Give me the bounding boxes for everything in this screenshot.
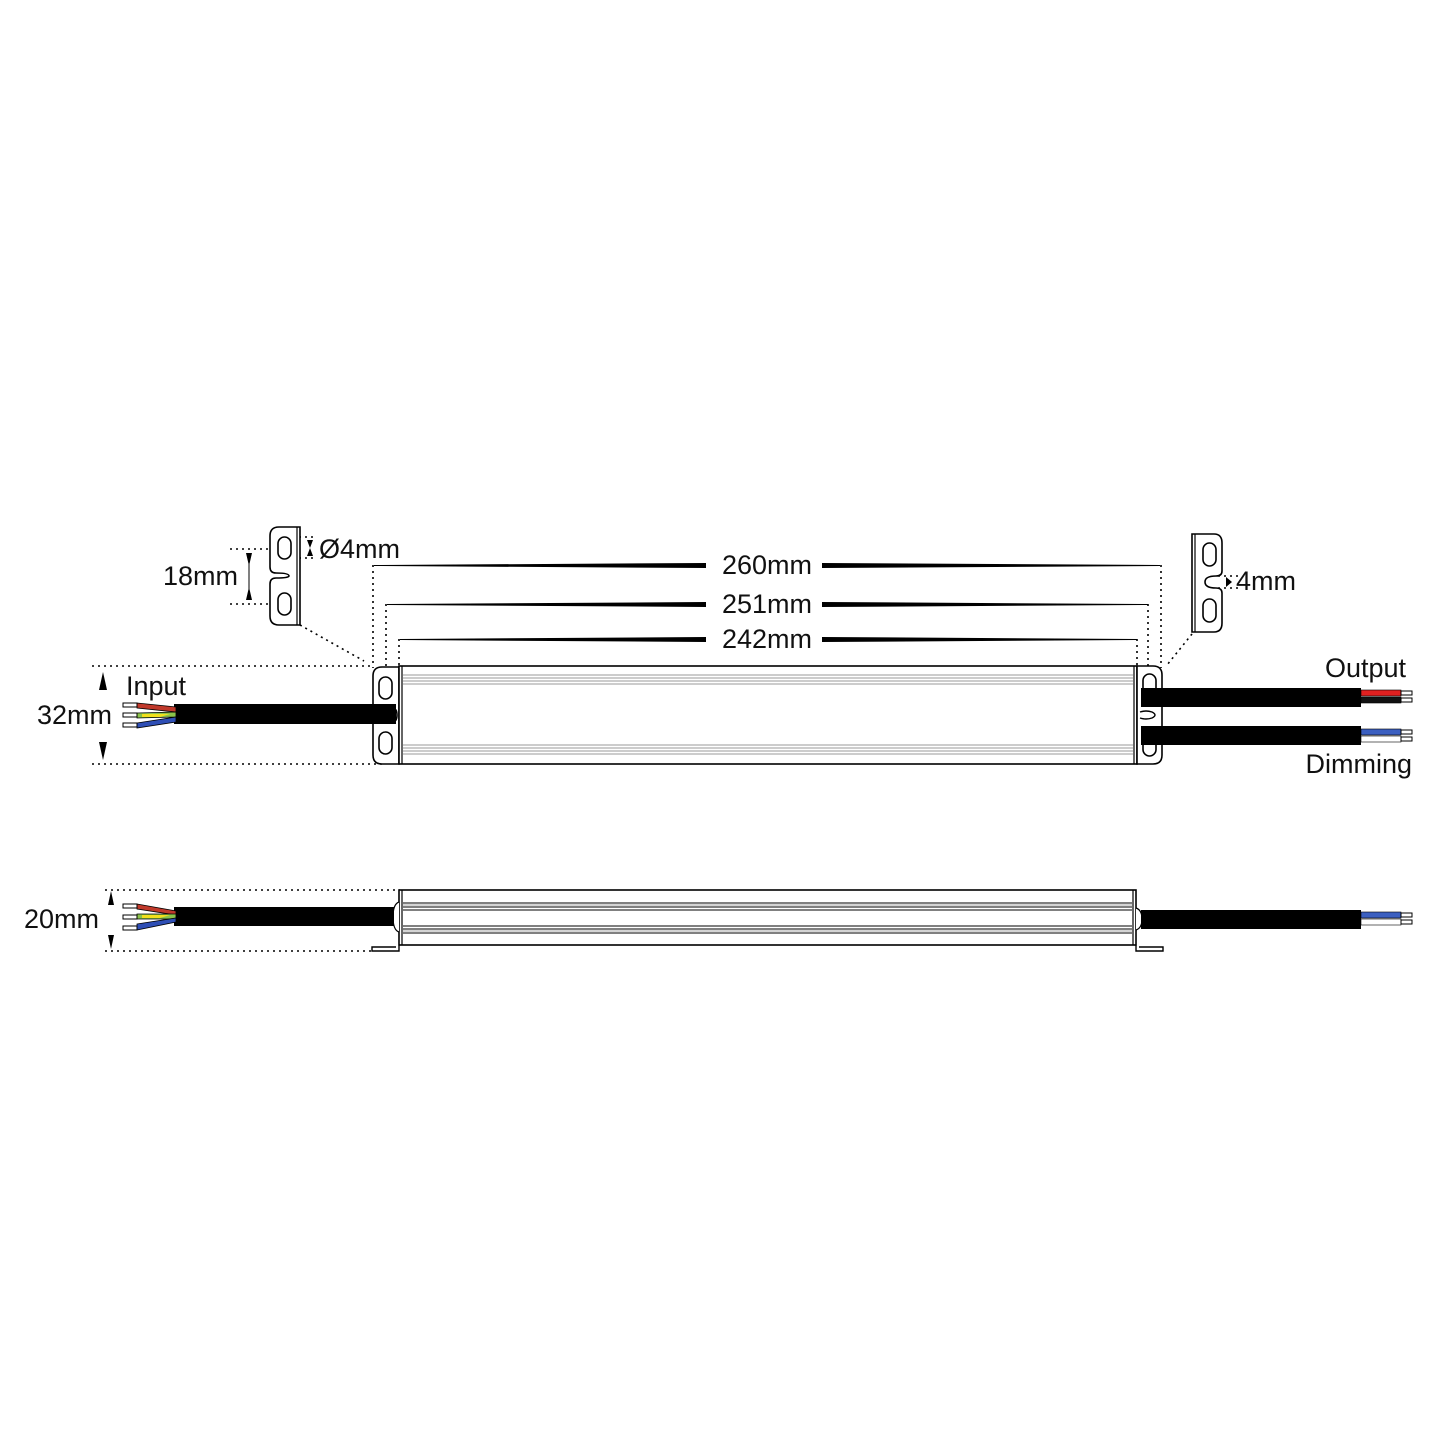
input-wire-live — [136, 702, 177, 713]
dimming-cable — [1141, 726, 1361, 745]
dim-hole-diameter: Ø4mm — [319, 534, 400, 564]
right-bracket-detail: 4mm — [1191, 533, 1296, 633]
dimming-label: Dimming — [1305, 749, 1412, 779]
dimension-251: 251mm — [387, 589, 1148, 619]
dim-width: 32mm — [37, 700, 112, 730]
output-wire-positive — [1360, 689, 1402, 697]
output-cable-side — [1141, 910, 1361, 929]
dim-slot-width: 4mm — [1236, 566, 1296, 596]
dimension-242: 242mm — [400, 624, 1137, 654]
extension-lines — [92, 536, 1240, 952]
dimension-260: 260mm — [374, 550, 1160, 580]
dim-height: 20mm — [24, 904, 99, 934]
mount-hole-icon — [378, 676, 393, 700]
bracket-hole-icon — [277, 536, 292, 560]
driver-body-side — [398, 889, 1137, 946]
dim-body-length: 242mm — [722, 624, 812, 654]
bracket-hole-icon — [1202, 542, 1217, 567]
bracket-hole-icon — [1202, 598, 1217, 623]
output-label: Output — [1325, 653, 1407, 683]
dimming-wire-negative — [1360, 735, 1402, 743]
output-cable — [1141, 688, 1361, 707]
output-wire-negative — [1360, 696, 1402, 704]
input-cable — [174, 704, 396, 724]
input-label: Input — [126, 671, 187, 701]
input-wire-neutral — [136, 716, 177, 729]
dim-overall-length: 260mm — [722, 550, 812, 580]
dim-mounting-length: 251mm — [722, 589, 812, 619]
top-view: Input 32mm Output Dimming — [37, 653, 1413, 779]
bracket-hole-icon — [277, 592, 292, 616]
input-cable-side — [174, 907, 394, 926]
dimming-wire-positive — [1360, 728, 1402, 736]
side-view: 20mm — [24, 889, 1413, 952]
mount-hole-icon — [378, 731, 393, 755]
left-bracket-detail: 18mm Ø4mm — [163, 526, 400, 626]
dim-hole-spacing: 18mm — [163, 561, 238, 591]
